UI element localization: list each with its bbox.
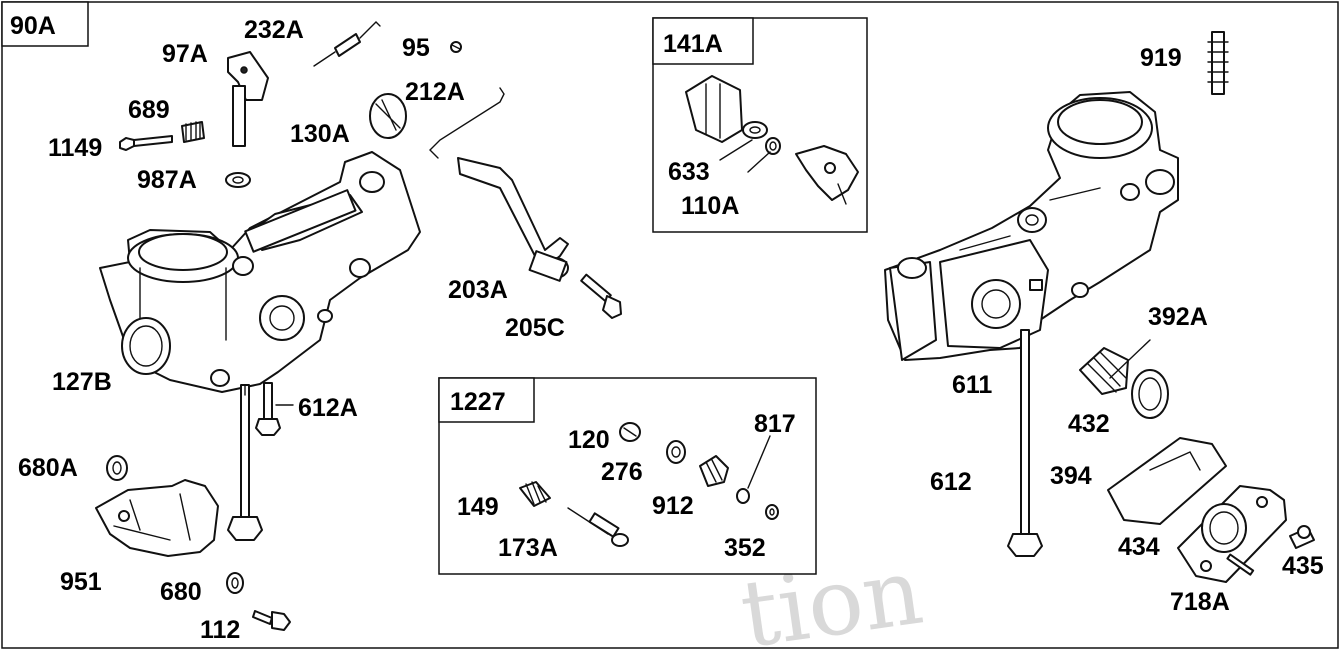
callout-205C: 205C — [505, 314, 565, 342]
washer-680 — [226, 572, 244, 594]
screw-612A — [255, 382, 281, 436]
leader-633 — [719, 139, 753, 161]
governor-spring-232A — [313, 21, 381, 67]
callout-95: 95 — [402, 34, 430, 62]
callout-173A: 173A — [498, 534, 558, 562]
callout-212A: 212A — [405, 78, 465, 106]
callout-612A: 612A — [298, 394, 358, 422]
fuel-pickup-tube-left — [227, 384, 263, 541]
callout-276: 276 — [601, 458, 643, 486]
plug-120 — [619, 422, 641, 442]
callout-435: 435 — [1282, 552, 1324, 580]
callout-612: 612 — [930, 468, 972, 496]
callout-232A: 232A — [244, 16, 304, 44]
fuel-pickup-tube-right — [1007, 329, 1043, 557]
washer-276 — [666, 440, 686, 464]
kit-141A-label: 141A — [663, 30, 723, 58]
leader-817 — [747, 435, 771, 489]
callout-434: 434 — [1118, 533, 1160, 561]
leader-392A — [1109, 339, 1151, 379]
kit-box-1227: 1227 — [438, 377, 817, 575]
diaphragm-394 — [1107, 437, 1227, 525]
spring-392A — [1079, 347, 1129, 395]
callout-987A: 987A — [137, 166, 197, 194]
screw-95 — [450, 41, 462, 53]
callout-127B: 127B — [52, 368, 112, 396]
callout-392A: 392A — [1148, 303, 1208, 331]
seat-912 — [699, 455, 729, 487]
callout-203A: 203A — [448, 276, 508, 304]
callout-680A: 680A — [18, 454, 78, 482]
governor-link-212A — [429, 87, 505, 159]
carburetor-body-left — [99, 151, 421, 393]
washer-110A — [765, 137, 781, 155]
callout-611: 611 — [952, 371, 992, 399]
callout-633: 633 — [668, 158, 710, 186]
callout-680: 680 — [160, 578, 202, 606]
callout-97A: 97A — [162, 40, 208, 68]
choke-lever — [795, 145, 859, 205]
carburetor-body-right — [884, 91, 1179, 361]
choke-shaft-97A — [227, 51, 269, 147]
callout-1149: 1149 — [48, 134, 102, 162]
throttle-plate-130A — [369, 93, 407, 139]
washer-633 — [742, 121, 768, 139]
cup-432 — [1131, 369, 1169, 419]
screw-112 — [252, 610, 291, 631]
callout-352: 352 — [724, 534, 766, 562]
callout-120: 120 — [568, 426, 610, 454]
oring-817 — [736, 488, 750, 504]
screw-435 — [1289, 525, 1315, 549]
callout-912: 912 — [652, 492, 694, 520]
frame-label-box — [1, 1, 89, 47]
cover-434 — [1177, 485, 1287, 583]
callout-817: 817 — [754, 410, 796, 438]
callout-951: 951 — [60, 568, 102, 596]
screw-1149 — [119, 135, 173, 151]
kit-box-141A: 141A — [652, 17, 868, 233]
callout-718A: 718A — [1170, 588, 1230, 616]
frame-label: 90A — [10, 12, 56, 40]
pin-718A — [1226, 553, 1255, 576]
bracket-951 — [95, 479, 219, 557]
washer-680A — [106, 455, 128, 481]
throttle-lever-203A — [457, 157, 569, 282]
leader-110A — [747, 151, 771, 173]
spring-689 — [181, 121, 205, 143]
callout-919: 919 — [1140, 44, 1182, 72]
callout-149: 149 — [457, 493, 499, 521]
callout-130A: 130A — [290, 120, 350, 148]
callout-689: 689 — [128, 96, 170, 124]
callout-394: 394 — [1050, 462, 1092, 490]
callout-110A: 110A — [681, 192, 739, 220]
callout-432: 432 — [1068, 410, 1110, 438]
needle-173A — [567, 507, 629, 547]
screw-205C — [580, 273, 622, 319]
oring-352 — [765, 504, 779, 520]
callout-112: 112 — [200, 616, 240, 644]
kit-1227-label: 1227 — [450, 388, 506, 416]
fitting-919 — [1207, 31, 1229, 95]
washer-987A — [225, 172, 251, 188]
spring-149 — [519, 481, 551, 507]
